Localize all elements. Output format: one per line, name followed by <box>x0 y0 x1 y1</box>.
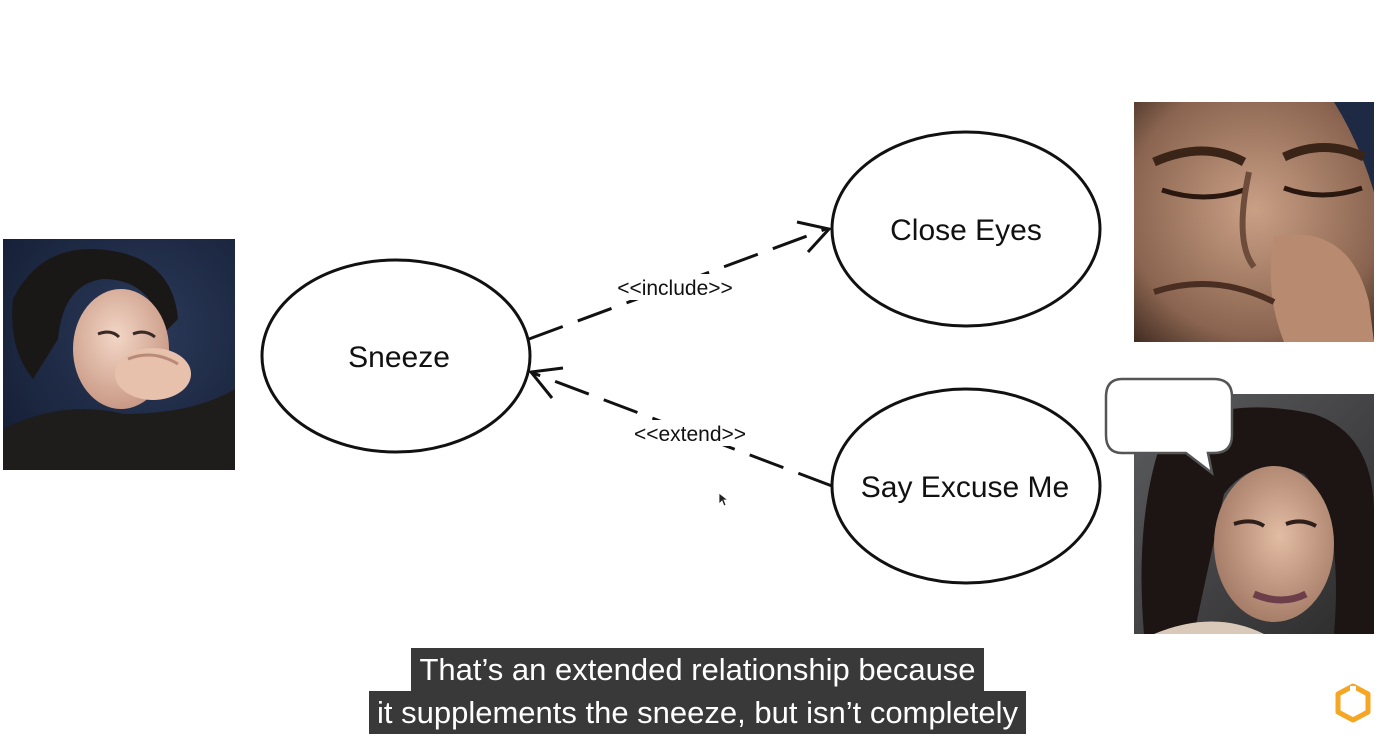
sneezing-person-photo <box>3 239 235 470</box>
extend-label: <<extend>> <box>634 423 746 446</box>
excuse-me-photo <box>1134 394 1374 634</box>
use-case-sneeze-label: Sneeze <box>348 341 450 374</box>
use-case-close-eyes <box>830 130 1102 328</box>
brand-logo-icon <box>1335 683 1371 723</box>
video-caption: That’s an extended relationship because … <box>0 648 1395 734</box>
mouse-cursor-icon <box>718 492 730 507</box>
speech-bubble <box>1104 377 1234 477</box>
include-arrowhead <box>796 220 832 254</box>
caption-line-1: That’s an extended relationship because <box>411 648 984 691</box>
caption-line-2: it supplements the sneeze, but isn’t com… <box>368 691 1026 734</box>
extend-arrowhead <box>528 366 564 399</box>
use-case-close-eyes-label: Close Eyes <box>890 214 1042 247</box>
use-case-say-excuse-me-label: Say Excuse Me <box>861 471 1069 504</box>
closed-eyes-photo <box>1134 102 1374 342</box>
include-label: <<include>> <box>617 277 733 300</box>
use-case-say-excuse-me <box>830 387 1102 585</box>
use-case-sneeze <box>260 258 532 454</box>
